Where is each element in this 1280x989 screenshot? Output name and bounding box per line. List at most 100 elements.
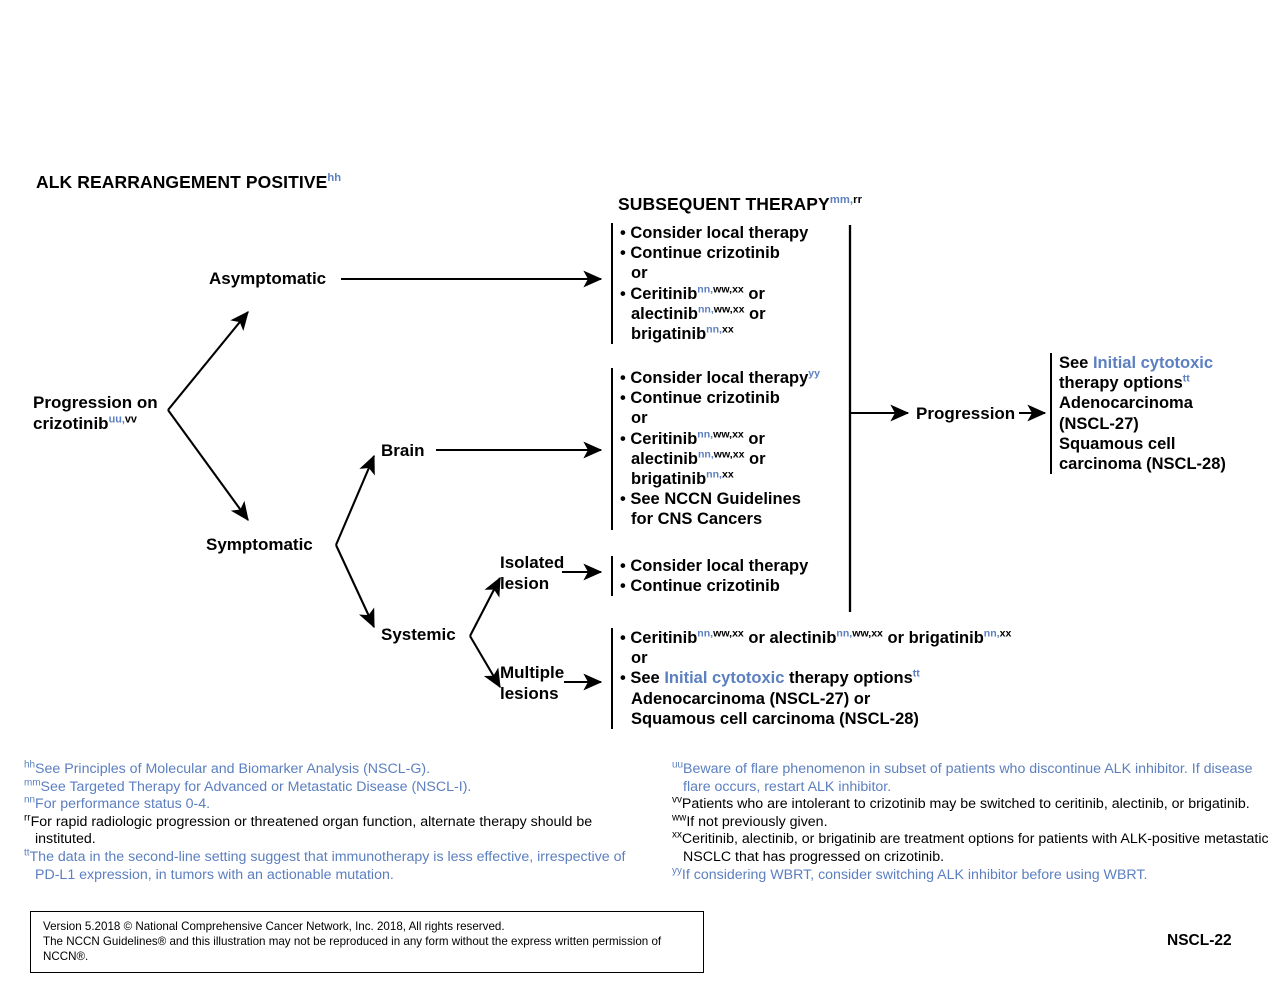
node-isolated-line1: Isolated xyxy=(500,553,565,572)
copyright-box: Version 5.2018 © National Comprehensive … xyxy=(30,911,704,973)
footnote-marker-ww: ww xyxy=(672,812,687,824)
drug-superscripts: nn,ww,xx xyxy=(697,283,744,295)
footnote-ref-uu[interactable]: uu, xyxy=(108,413,125,426)
footnote-marker-vv: vv xyxy=(672,794,682,806)
drug-superscripts: nn,xx xyxy=(984,628,1012,640)
footnote-ref-wwxx: ww,xx xyxy=(713,448,745,461)
list-item-continuation: for CNS Cancers xyxy=(631,510,763,529)
drug-superscripts: nn,xx xyxy=(706,469,734,481)
node-brain: Brain xyxy=(381,441,425,460)
footnote-ref-nn[interactable]: nn, xyxy=(697,283,714,296)
list-item-continuation: Adenocarcinoma (NSCL-27) or xyxy=(631,689,871,708)
footnote-yy[interactable]: yyIf considering WBRT, consider switchin… xyxy=(672,864,1272,885)
drug-superscripts: nn,ww,xx xyxy=(698,448,745,460)
footnote-text: Beware of flare phenomenon in subset of … xyxy=(683,761,1253,795)
footnote-marker-tt: tt xyxy=(24,847,30,859)
copyright-line2: The NCCN Guidelines® and this illustrati… xyxy=(43,935,662,963)
footnote-ref-nn[interactable]: nn, xyxy=(706,323,722,336)
footnote-text: See Targeted Therapy for Advanced or Met… xyxy=(40,778,472,795)
outcome-line2: therapy optionstt xyxy=(1059,372,1190,393)
footnotes-left-column: hhSee Principles of Molecular and Biomar… xyxy=(24,760,649,884)
list-item-or: or xyxy=(631,409,648,428)
list-item-continuation: brigatinibnn,xx xyxy=(631,468,734,489)
footnote-ref-nn[interactable]: nn, xyxy=(836,627,853,640)
footnote-ref-nn[interactable]: nn, xyxy=(697,448,714,461)
link-initial-cytotoxic[interactable]: Initial cytotoxic xyxy=(1092,354,1214,372)
footnote-text: For rapid radiologic progression or thre… xyxy=(30,813,593,848)
node-root-superscripts: uu,vv xyxy=(109,413,137,425)
list-item-continuation: alectinibnn,ww,xx or xyxy=(631,448,766,468)
footnote-ref-wwxx: ww,xx xyxy=(713,283,744,296)
list-item-or: or xyxy=(631,264,648,283)
outcome-line4: (NSCL-27) xyxy=(1059,414,1139,433)
list-item: • Ceritinibnn,ww,xx or xyxy=(620,283,765,303)
footnote-mm[interactable]: mmSee Targeted Therapy for Advanced or M… xyxy=(24,777,649,797)
footnote-ww: wwIf not previously given. xyxy=(672,812,1272,832)
footnote-ref-wwxx: ww,xx xyxy=(852,627,883,640)
page-title-superscript[interactable]: hh xyxy=(327,172,342,185)
footnote-ref-nn[interactable]: nn, xyxy=(697,303,714,316)
footnote-nn[interactable]: nnFor performance status 0-4. xyxy=(24,794,649,814)
footnote-marker-uu: uu xyxy=(672,759,684,771)
node-isolated-lesion: Isolated lesion xyxy=(500,552,564,594)
list-item: • Continue crizotinib xyxy=(620,389,780,408)
list-item-or: or xyxy=(631,649,648,668)
treatment-block-multiple-lesions: • Ceritinibnn,ww,xx or alectinibnn,ww,xx… xyxy=(611,627,1120,730)
footnote-tt[interactable]: ttThe data in the second-line setting su… xyxy=(24,847,649,884)
footnote-uu[interactable]: uuBeware of flare phenomenon in subset o… xyxy=(672,759,1272,796)
node-isolated-line2: lesion xyxy=(500,574,550,593)
list-item-continuation: brigatinibnn,xx xyxy=(631,323,734,344)
column-header-superscripts: mm,rr xyxy=(830,194,862,206)
footnote-ref-mm[interactable]: mm, xyxy=(829,194,854,207)
footnote-ref-wwxx: ww,xx xyxy=(713,303,745,316)
outcome-line6: carcinoma (NSCL-28) xyxy=(1059,455,1226,474)
footnote-marker-yy: yy xyxy=(672,864,682,876)
drug-superscripts: nn,xx xyxy=(706,324,734,336)
footnote-marker-xx: xx xyxy=(672,829,682,841)
footnote-ref-wwxx: ww,xx xyxy=(713,627,744,640)
footnote-ref-vv: vv xyxy=(124,413,137,426)
list-item: • Consider local therapy xyxy=(620,557,809,575)
footnote-ref-nn[interactable]: nn, xyxy=(697,428,714,441)
footnote-marker-rr: rr xyxy=(24,812,31,824)
outcome-line3: Adenocarcinoma xyxy=(1059,394,1193,413)
drug-superscripts: nn,ww,xx xyxy=(698,303,745,315)
node-multiple-lesions: Multiple lesions xyxy=(500,662,564,704)
footnote-ref-tt[interactable]: tt xyxy=(1182,372,1190,385)
footnote-ref-nn[interactable]: nn, xyxy=(706,468,722,481)
footnote-ref-nn[interactable]: nn, xyxy=(983,627,1000,640)
page-number: NSCL-22 xyxy=(1167,932,1232,949)
footnote-marker-nn: nn xyxy=(24,794,36,806)
list-item: • See NCCN Guidelines xyxy=(620,490,801,509)
footnote-ref-xx: xx xyxy=(999,627,1012,640)
footnote-hh[interactable]: hhSee Principles of Molecular and Biomar… xyxy=(24,760,649,779)
footnote-text: The data in the second-line setting sugg… xyxy=(29,848,626,883)
node-asymptomatic: Asymptomatic xyxy=(209,269,327,288)
treatment-block-asymptomatic: • Consider local therapy • Continue criz… xyxy=(611,223,840,345)
copyright-line1: Version 5.2018 © National Comprehensive … xyxy=(43,920,505,933)
drug-superscripts: nn,ww,xx xyxy=(697,428,744,440)
footnote-ref-yy[interactable]: yy xyxy=(808,367,820,380)
footnote-ref-nn[interactable]: nn, xyxy=(697,627,714,640)
footnote-rr: rrFor rapid radiologic progression or th… xyxy=(24,812,649,849)
outcome-box-initial-cytotoxic: See Initial cytotoxic therapy optionstt … xyxy=(1050,353,1259,475)
footnote-ref-rr: rr xyxy=(853,194,863,207)
list-item-continuation: alectinibnn,ww,xx or xyxy=(631,303,766,323)
page-title: ALK REARRANGEMENT POSITIVEhh xyxy=(36,172,342,192)
footnotes-right-column: uuBeware of flare phenomenon in subset o… xyxy=(672,759,1272,885)
node-root-line1: Progression on xyxy=(33,393,158,412)
link-initial-cytotoxic[interactable]: Initial cytotoxic xyxy=(664,669,785,688)
list-item: • Consider local therapy xyxy=(620,224,809,242)
footnote-ref-xx: xx xyxy=(722,323,734,336)
list-item: • See Initial cytotoxic therapy optionst… xyxy=(620,667,920,688)
column-header-subsequent-therapy: SUBSEQUENT THERAPYmm,rr xyxy=(618,194,863,214)
list-item: • Ceritinibnn,ww,xx or alectinibnn,ww,xx… xyxy=(620,627,1012,647)
footnote-ref-tt[interactable]: tt xyxy=(912,667,920,680)
list-item: • Continue crizotinib xyxy=(620,244,780,263)
node-multiple-line1: Multiple xyxy=(500,663,565,682)
node-root-line2: crizotinibuu,vv xyxy=(33,413,137,433)
node-progression-on-crizotinib: Progression on crizotinibuu,vv xyxy=(33,392,158,434)
treatment-block-brain: • Consider local therapyyy • Continue cr… xyxy=(611,368,840,530)
list-item: • Consider local therapyyy xyxy=(620,367,820,387)
